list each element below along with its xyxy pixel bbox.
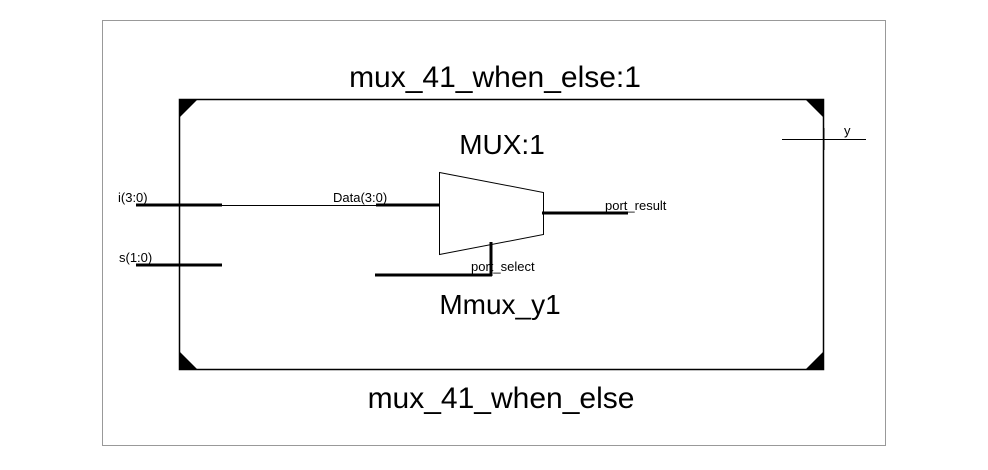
module-name-label: mux_41_when_else	[368, 382, 635, 415]
input-port-i[interactable]: i(3:0)	[118, 190, 222, 207]
input-port-s[interactable]: s(1:0)	[119, 250, 222, 267]
mux-select-pin-label: port_select	[471, 259, 535, 274]
port-y-label: y	[844, 123, 851, 138]
output-port-y[interactable]: y	[782, 123, 866, 150]
mux-instance-label: MUX:1	[459, 129, 545, 160]
mux-cell-name: Mmux_y1	[439, 289, 560, 320]
corner-marker-bottom-left	[179, 351, 198, 370]
corner-marker-top-right	[805, 99, 824, 118]
port-s-label: s(1:0)	[119, 250, 152, 265]
corner-marker-top-left	[179, 99, 198, 118]
mux-result-pin-label: port_result	[605, 198, 667, 213]
port-i-label: i(3:0)	[118, 190, 148, 205]
mux-cell[interactable]: Data(3:0) port_result port_select	[333, 171, 667, 277]
mux-shape[interactable]	[439, 171, 544, 256]
sheet-frame	[102, 20, 886, 446]
module-block[interactable]	[178, 98, 825, 371]
corner-marker-bottom-right	[805, 351, 824, 370]
mux-data-pin-label: Data(3:0)	[333, 190, 387, 205]
module-instance-label: mux_41_when_else:1	[349, 61, 641, 94]
module-box[interactable]	[178, 98, 825, 371]
